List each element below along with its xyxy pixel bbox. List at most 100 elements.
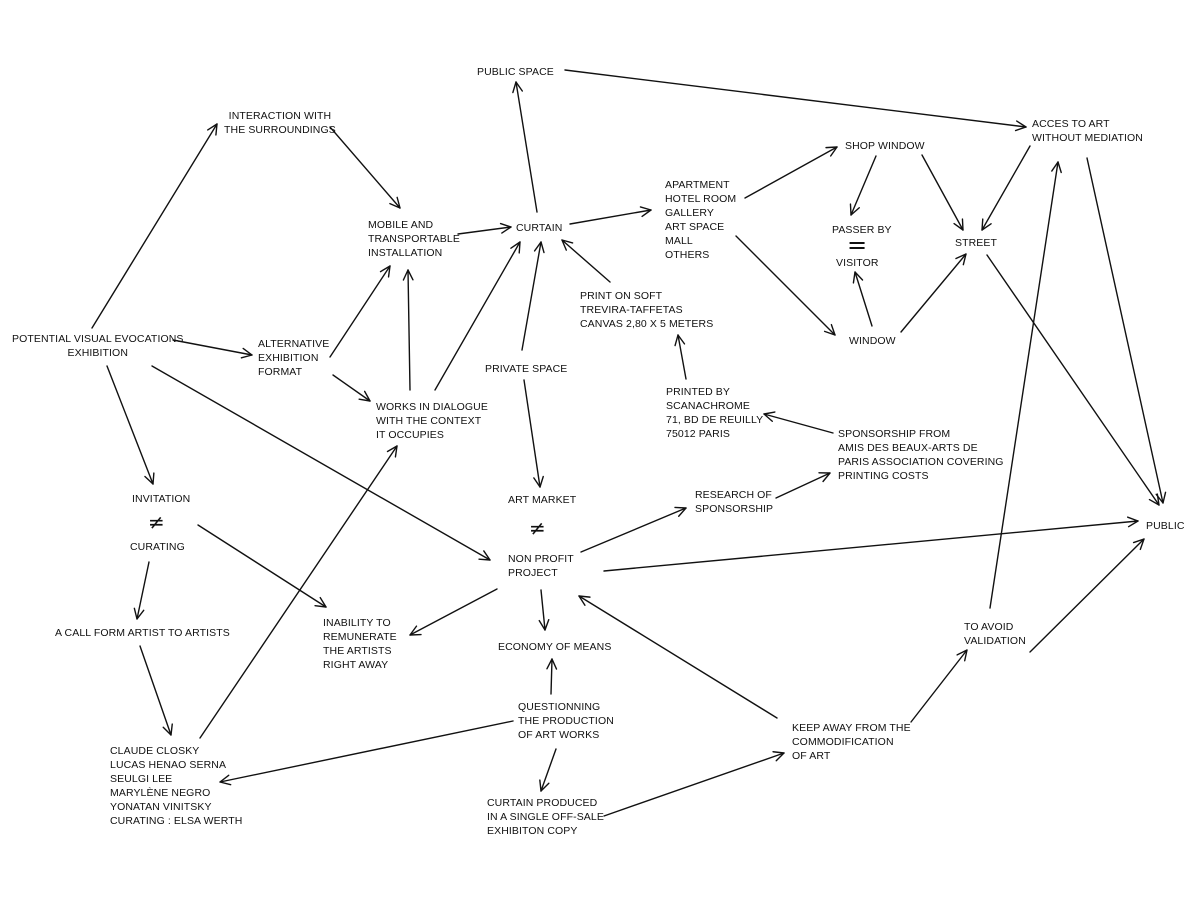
node-art-market: ART MARKET	[508, 494, 577, 506]
arrow-line	[921, 154, 964, 231]
arrow-head	[144, 472, 155, 485]
arrow-non-profit-to-public	[603, 516, 1139, 572]
arrow-line	[106, 365, 154, 485]
node-inability: INABILITY TO REMUNERATE THE ARTISTS RIGH…	[323, 617, 397, 671]
arrow-head	[499, 222, 512, 234]
arrow-line	[523, 379, 541, 488]
node-questionning: QUESTIONNING THE PRODUCTION OF ART WORKS	[518, 701, 614, 741]
node-public: PUBLIC	[1146, 520, 1185, 532]
arrow-head	[219, 774, 232, 786]
arrow-line	[521, 241, 542, 351]
arrow-line	[580, 507, 687, 553]
node-street: STREET	[955, 237, 998, 249]
node-acces: ACCES TO ART WITHOUT MEDIATION	[1032, 118, 1143, 144]
node-claude: CLAUDE CLOSKY LUCAS HENAO SERNA SEULGI L…	[110, 745, 243, 827]
arrow-non-profit-to-research	[580, 506, 687, 553]
arrow-head	[538, 618, 550, 631]
node-curtain-produced: CURTAIN PRODUCED IN A SINGLE OFF-SALE EX…	[487, 797, 604, 837]
arrow-keep-away-to-non-profit	[578, 595, 778, 719]
arrow-line	[219, 720, 514, 783]
arrow-line	[735, 235, 836, 336]
arrow-head	[533, 241, 545, 254]
node-potential: POTENTIAL VISUAL EVOCATIONS EXHIBITION	[12, 333, 184, 359]
arrow-potential-to-non-profit	[151, 365, 491, 561]
arrow-street-to-public	[986, 254, 1160, 506]
equal-symbol: =	[847, 231, 868, 259]
arrow-head	[763, 411, 776, 422]
arrow-to-avoid-to-acces	[989, 161, 1062, 609]
arrow-head	[314, 596, 327, 608]
arrow-head	[823, 323, 836, 336]
arrow-shop-window-to-passer-by	[849, 155, 877, 216]
arrow-line	[329, 126, 401, 209]
arrow-line	[329, 265, 391, 358]
arrow-head	[510, 241, 521, 254]
arrow-private-space-to-curtain	[521, 241, 545, 351]
arrow-window-to-visitor	[852, 271, 873, 327]
node-sponsorship-from: SPONSORSHIP FROM AMIS DES BEAUX-ARTS DE …	[838, 428, 1004, 482]
arrow-line	[550, 658, 553, 695]
arrow-line	[515, 81, 538, 213]
node-call: A CALL FORM ARTIST TO ARTISTS	[55, 627, 230, 639]
arrow-head	[849, 203, 860, 216]
arrow-invitation-to-inability	[197, 524, 327, 608]
node-public-space: PUBLIC SPACE	[477, 66, 554, 78]
node-window: WINDOW	[849, 335, 896, 347]
arrow-head	[674, 506, 687, 517]
arrow-questionning-to-curtain-produced	[539, 748, 557, 792]
arrow-call-to-claude	[139, 645, 173, 736]
arrow-line	[197, 524, 327, 608]
arrow-apartment-to-shop-window	[744, 146, 838, 199]
node-interaction: INTERACTION WITH THE SURROUNDINGS	[224, 110, 336, 136]
arrow-keep-away-to-to-avoid	[910, 649, 968, 723]
arrow-line	[603, 520, 1139, 572]
arrow-head	[539, 779, 550, 792]
node-shop-window: SHOP WINDOW	[845, 140, 925, 152]
arrow-sponsorship-to-printed	[763, 411, 834, 434]
arrow-head	[478, 550, 491, 561]
arrow-research-to-sponsorship	[775, 472, 831, 499]
arrow-line	[540, 748, 557, 792]
arrow-head	[546, 658, 558, 670]
arrow-mobile-to-curtain	[457, 222, 512, 235]
node-non-profit: NON PROFIT PROJECT	[508, 553, 574, 579]
node-economy: ECONOMY OF MEANS	[498, 641, 612, 653]
arrow-head	[1126, 516, 1139, 528]
node-passer-by: PASSER BY	[832, 224, 892, 236]
arrow-alternative-to-mobile	[329, 265, 391, 358]
arrow-head	[1014, 120, 1027, 132]
arrow-potential-to-interaction	[91, 123, 218, 329]
arrow-head	[207, 123, 218, 136]
arrow-line	[850, 155, 877, 216]
arrow-print-to-curtain	[561, 239, 611, 283]
arrow-curtain-produced-to-keep-away	[603, 751, 785, 817]
arrow-head	[386, 445, 398, 458]
arrow-line	[775, 472, 831, 499]
node-private-space: PRIVATE SPACE	[485, 363, 568, 375]
arrow-head	[389, 196, 401, 209]
arrow-shop-window-to-street	[921, 154, 964, 231]
arrow-line	[564, 69, 1027, 128]
node-print-soft: PRINT ON SOFT TREVIRA-TAFFETAS CANVAS 2,…	[580, 290, 714, 330]
arrow-line	[763, 413, 834, 434]
arrow-head	[409, 625, 422, 636]
node-alternative: ALTERNATIVE EXHIBITION FORMAT	[258, 338, 330, 378]
arrow-line	[603, 752, 785, 817]
arrow-head	[1148, 493, 1160, 506]
arrow-head	[358, 390, 371, 402]
arrow-line	[457, 226, 512, 235]
arrow-public-space-to-acces	[564, 69, 1027, 132]
arrow-head	[639, 206, 652, 218]
node-mobile: MOBILE AND TRANSPORTABLE INSTALLATION	[368, 219, 460, 259]
arrow-head	[852, 271, 864, 284]
arrow-line	[540, 589, 546, 631]
arrow-head	[955, 253, 967, 266]
arrow-apartment-to-window	[735, 235, 836, 336]
arrow-line	[136, 561, 150, 620]
arrow-head	[1051, 161, 1062, 174]
node-printed-by: PRINTED BY SCANACHROME 71, BD DE REUILLY…	[666, 386, 764, 440]
arrow-acces-to-street	[981, 145, 1031, 231]
arrow-curating-to-call	[133, 561, 150, 620]
